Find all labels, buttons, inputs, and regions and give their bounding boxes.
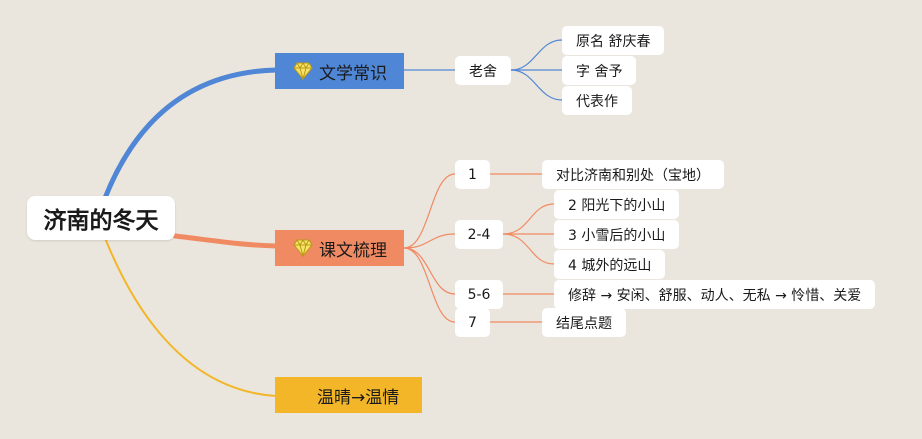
leaf-representative-works-label: 代表作 [576,93,618,110]
leaf-paragraph-4[interactable]: 4 城外的远山 [554,250,666,279]
leaf-paragraph-7-label: 结尾点题 [556,315,612,332]
connector-text-1 [403,173,456,249]
node-paragraph-2-4-label: 2-4 [467,226,491,243]
leaf-paragraph-5-6[interactable]: 修辞 → 安闲、舒服、动人、无私 → 怜惜、关爱 [554,280,876,309]
connector-2-4-leaf-c [502,233,555,265]
leaf-original-name-label: 原名 舒庆春 [576,33,651,50]
branch-literature[interactable]: 文学常识 [275,53,404,89]
connector-laoshe-3 [510,69,563,101]
connector-root-theme [104,237,277,397]
node-paragraph-7[interactable]: 7 [455,308,490,337]
branch-theme-label: 温晴→温情 [317,387,400,408]
connector-2-4-leaf-a [502,203,555,235]
node-paragraph-2-4[interactable]: 2-4 [455,220,503,249]
leaf-paragraph-1-label: 对比济南和别处（宝地） [556,167,710,184]
connector-laoshe-1 [510,39,563,71]
node-paragraph-1[interactable]: 1 [455,160,490,189]
branch-theme[interactable]: 温晴→温情 [275,377,422,413]
branch-text-outline-label: 课文梳理 [319,240,387,261]
leaf-paragraph-1[interactable]: 对比济南和别处（宝地） [542,160,724,189]
root-label: 济南的冬天 [43,208,159,234]
node-laoshe[interactable]: 老舍 [455,56,511,85]
leaf-representative-works[interactable]: 代表作 [562,86,632,115]
leaf-paragraph-7[interactable]: 结尾点题 [542,308,626,337]
leaf-paragraph-3-label: 3 小雪后的小山 [568,227,666,244]
leaf-courtesy-name[interactable]: 字 舍予 [562,56,637,85]
node-paragraph-7-label: 7 [468,314,477,331]
gem-icon [293,239,313,257]
leaf-original-name[interactable]: 原名 舒庆春 [562,26,665,55]
root-node[interactable]: 济南的冬天 [27,196,175,240]
node-laoshe-label: 老舍 [469,63,497,80]
node-paragraph-5-6[interactable]: 5-6 [455,280,503,309]
connector-text-5-6 [403,247,456,295]
branch-literature-label: 文学常识 [319,63,387,84]
leaf-paragraph-4-label: 4 城外的远山 [568,257,652,274]
leaf-courtesy-name-label: 字 舍予 [576,63,623,80]
node-paragraph-1-label: 1 [468,166,477,183]
leaf-paragraph-5-6-label: 修辞 → 安闲、舒服、动人、无私 → 怜惜、关爱 [568,287,862,304]
node-paragraph-5-6-label: 5-6 [467,286,491,303]
connector-text-2-4 [403,233,456,249]
gem-icon [293,62,313,80]
leaf-paragraph-2-label: 2 阳光下的小山 [568,197,666,214]
connector-root-literature [102,67,279,201]
connector-text-7 [403,247,456,323]
leaf-paragraph-2[interactable]: 2 阳光下的小山 [554,190,680,219]
connector-root-text [172,233,279,249]
leaf-paragraph-3[interactable]: 3 小雪后的小山 [554,220,680,249]
branch-text-outline[interactable]: 课文梳理 [275,230,404,266]
